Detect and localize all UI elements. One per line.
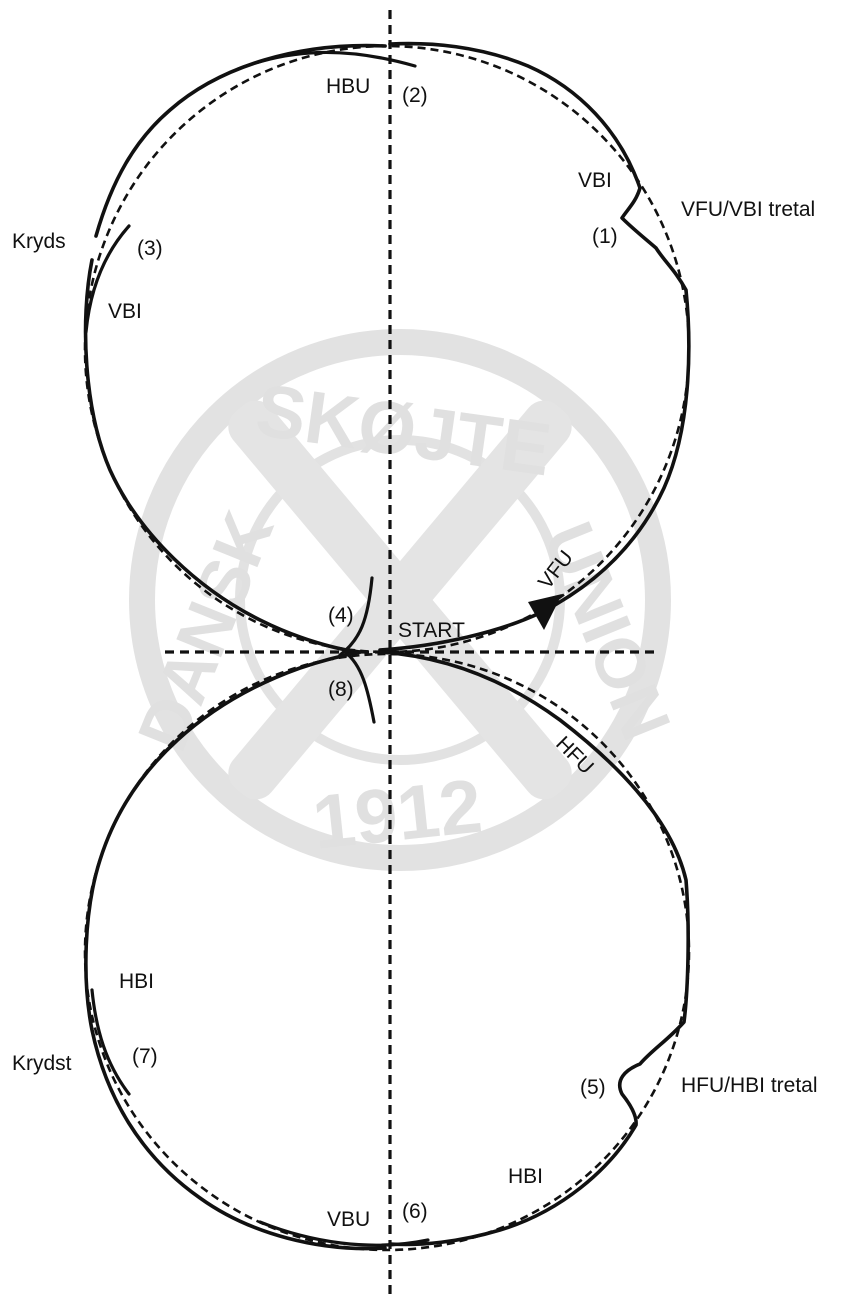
top-circle-path-right <box>378 41 691 652</box>
step-2-label: (2) <box>402 84 428 107</box>
krydst-label: Krydst <box>12 1052 72 1075</box>
vbi-left-label: VBI <box>108 300 142 323</box>
hbu-label: HBU <box>326 75 370 98</box>
step-7-label: (7) <box>132 1045 158 1068</box>
watermark-seal: SKØJTE DANSK UNION 1912 <box>123 329 686 871</box>
start-label: START <box>398 619 465 642</box>
step-4-label: (4) <box>328 604 354 627</box>
kryds-arc-segment <box>84 224 131 334</box>
vfu-vbi-turn-label: VFU/VBI tretal <box>681 198 815 221</box>
step-8-label: (8) <box>328 678 354 701</box>
top-circle-path-lower-left <box>83 258 362 654</box>
watermark-skate-blade-2 <box>228 400 572 800</box>
bottom-circle-path-left <box>84 650 387 1251</box>
krydst-arc-segment <box>90 988 131 1096</box>
top-circle-path-upper-left <box>94 43 387 238</box>
vbi-top-right-label: VBI <box>578 169 612 192</box>
watermark-year-text: 1912 <box>309 764 486 866</box>
hbi-left-label: HBI <box>119 970 154 993</box>
step-6-label: (6) <box>402 1200 428 1223</box>
hbi-bottom-label: HBI <box>508 1165 543 1188</box>
kryds-label: Kryds <box>12 230 66 253</box>
vbu-label: VBU <box>327 1208 370 1231</box>
bottom-circle-path-right <box>378 650 690 1247</box>
cross-arc-upper <box>338 576 374 657</box>
hfu-hbi-turn-label: HFU/HBI tretal <box>681 1074 818 1097</box>
step-1-label: (1) <box>592 225 618 248</box>
vbu-arc-segment <box>258 1220 430 1247</box>
watermark-outer-ring <box>129 329 671 871</box>
step-3-label: (3) <box>137 237 163 260</box>
direction-arrow-icon <box>528 594 562 630</box>
step-5-label: (5) <box>580 1076 606 1099</box>
